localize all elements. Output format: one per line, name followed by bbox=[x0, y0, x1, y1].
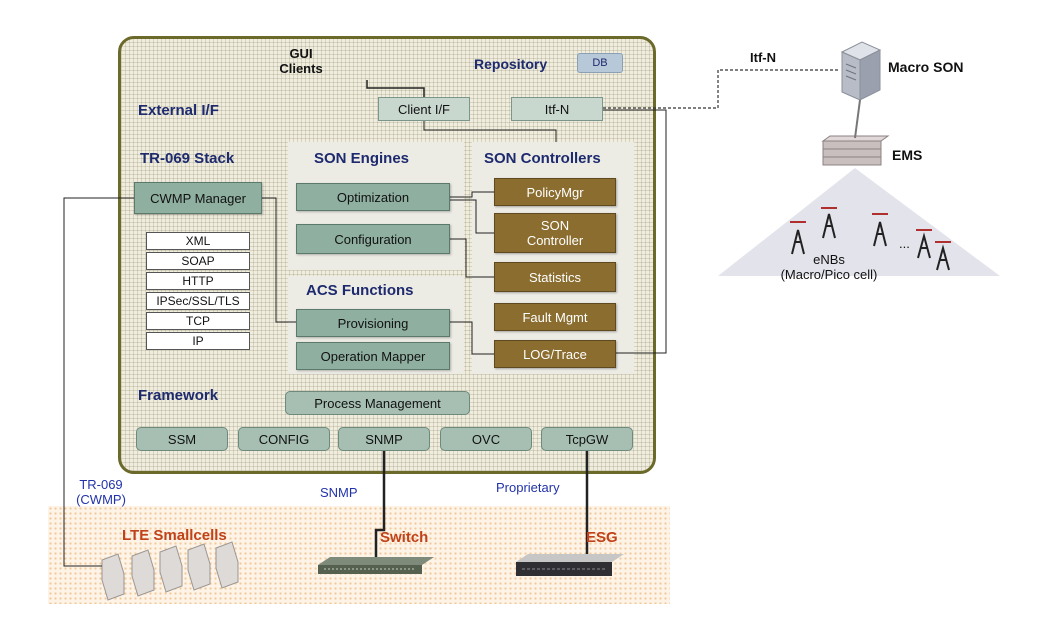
macro-son-server-icon bbox=[840, 41, 882, 101]
provisioning-box: Provisioning bbox=[296, 309, 450, 337]
gui-clients-label: GUI Clients bbox=[279, 46, 323, 76]
framework-module-snmp: SNMP bbox=[338, 427, 430, 451]
acs-functions-title: ACS Functions bbox=[306, 282, 414, 299]
stack-layer-soap: SOAP bbox=[146, 252, 250, 270]
policy-mgr-box: PolicyMgr bbox=[494, 178, 616, 206]
framework-module-tcpgw: TcpGW bbox=[541, 427, 633, 451]
framework-title: Framework bbox=[138, 387, 219, 404]
macro-son-label: Macro SON bbox=[888, 59, 964, 75]
son-engines-title: SON Engines bbox=[314, 150, 410, 167]
tr069-link-label: TR-069 (CWMP) bbox=[76, 477, 126, 507]
protocol-stack: XML SOAP HTTP IPSec/SSL/TLS TCP IP bbox=[146, 232, 250, 352]
ems-rack-icon bbox=[821, 135, 890, 166]
operation-mapper-box: Operation Mapper bbox=[296, 342, 450, 370]
cwmp-manager-box: CWMP Manager bbox=[134, 182, 262, 214]
framework-module-ssm: SSM bbox=[136, 427, 228, 451]
esg-server-icon bbox=[516, 554, 624, 576]
switch-label: Switch bbox=[380, 529, 429, 546]
db-label: DB bbox=[592, 57, 608, 69]
repository-label: Repository bbox=[474, 56, 548, 72]
esg-label: ESG bbox=[586, 529, 618, 546]
lte-smallcells-label: LTE Smallcells bbox=[122, 527, 227, 544]
lte-smallcell-icons bbox=[101, 541, 239, 601]
stack-layer-ipsec: IPSec/SSL/TLS bbox=[146, 292, 250, 310]
db-badge: DB bbox=[577, 53, 623, 73]
framework-module-ovc: OVC bbox=[440, 427, 532, 451]
framework-module-config: CONFIG bbox=[238, 427, 330, 451]
tr069-stack-title: TR-069 Stack bbox=[140, 150, 235, 167]
fault-mgmt-box: Fault Mgmt bbox=[494, 303, 616, 331]
stack-layer-http: HTTP bbox=[146, 272, 250, 290]
snmp-link-label: SNMP bbox=[320, 485, 358, 500]
enb-ellipsis: ... bbox=[899, 236, 910, 251]
client-if-box: Client I/F bbox=[378, 97, 470, 121]
itf-n-box: Itf-N bbox=[511, 97, 603, 121]
statistics-box: Statistics bbox=[494, 262, 616, 292]
ems-label: EMS bbox=[892, 147, 923, 163]
enb-coverage-area bbox=[718, 168, 1000, 276]
external-if-title: External I/F bbox=[138, 102, 219, 119]
stack-layer-tcp: TCP bbox=[146, 312, 250, 330]
proprietary-link-label: Proprietary bbox=[496, 480, 560, 495]
log-trace-box: LOG/Trace bbox=[494, 340, 616, 368]
son-controller-box: SON Controller bbox=[494, 213, 616, 253]
switch-device-icon bbox=[318, 557, 434, 574]
configuration-box: Configuration bbox=[296, 224, 450, 254]
optimization-box: Optimization bbox=[296, 183, 450, 211]
itf-n-link-label: Itf-N bbox=[750, 50, 776, 65]
son-controllers-title: SON Controllers bbox=[484, 150, 601, 167]
stack-layer-ip: IP bbox=[146, 332, 250, 350]
enb-tower-icons bbox=[790, 207, 951, 271]
enbs-label: eNBs (Macro/Pico cell) bbox=[780, 252, 878, 282]
stack-layer-xml: XML bbox=[146, 232, 250, 250]
process-management-box: Process Management bbox=[285, 391, 470, 415]
